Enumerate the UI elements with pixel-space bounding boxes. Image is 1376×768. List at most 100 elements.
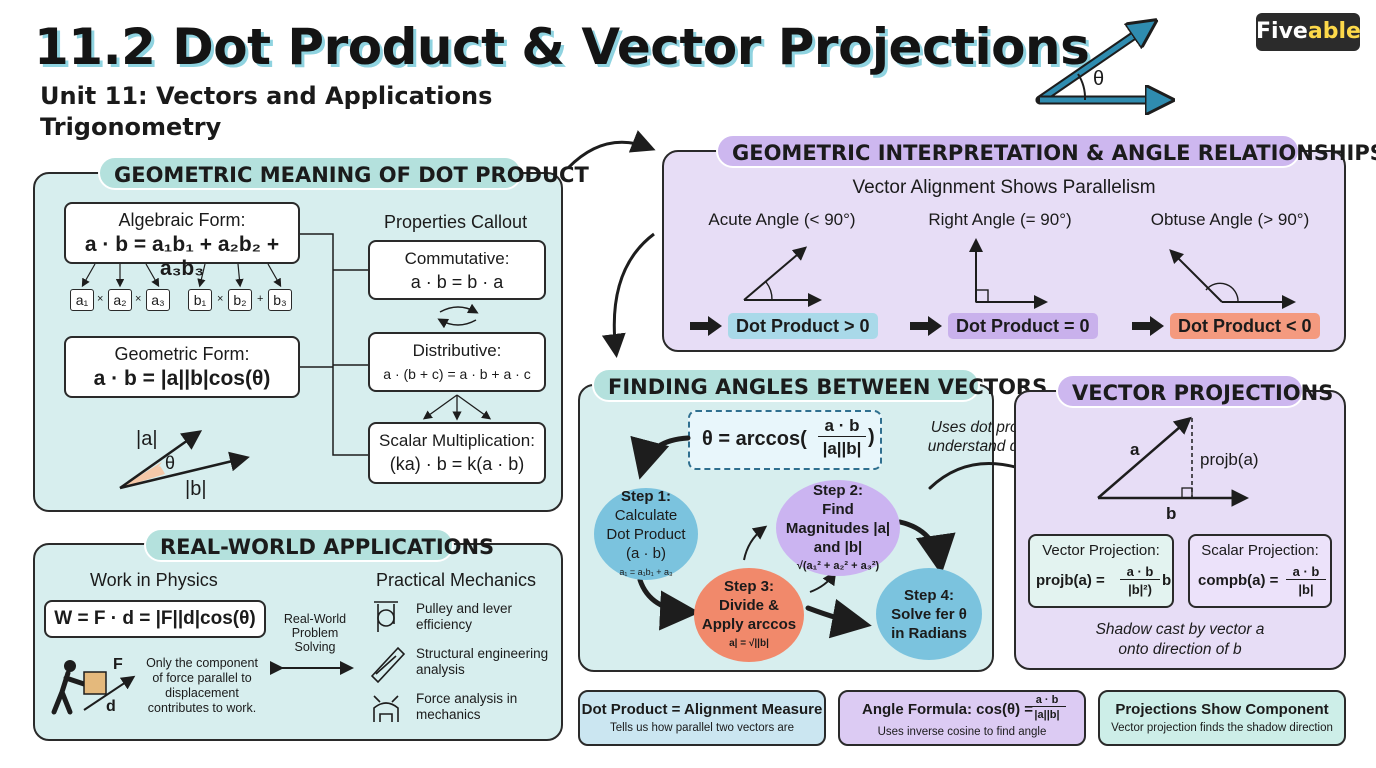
step-sub: a₁ = a₁b₁ + a₃ xyxy=(619,566,673,577)
interpretation-subheading: Vector Alignment Shows Parallelism xyxy=(852,177,1156,198)
property-formula: (ka) · b = k(a · b) xyxy=(389,454,525,474)
displacement-label: d xyxy=(106,698,116,715)
arccos-formula-box: θ = arccos( a · b |a||b| ) xyxy=(688,410,882,470)
projections-panel xyxy=(1014,390,1346,670)
geometric-form-box: Geometric Form: a · b = |a||b|cos(θ) xyxy=(64,336,300,398)
mechanics-item: Pulley and lever efficiency xyxy=(416,601,513,632)
case-label-obtuse: Obtuse Angle (> 90°) xyxy=(1150,210,1310,229)
component-box: b₁ xyxy=(188,289,212,311)
interpretation-heading: GEOMETRIC INTERPRETATION & ANGLE RELATIO… xyxy=(716,134,1376,168)
force-icon xyxy=(373,695,399,722)
step-title: Step 4: xyxy=(903,586,954,604)
component-operator: × xyxy=(97,293,104,305)
step-body: Divide & Apply arccos xyxy=(701,597,797,633)
course-subtitle: Trigonometry xyxy=(40,113,222,141)
summary-angle-formula: Angle Formula: cos(θ) = a · b |a||b| Use… xyxy=(838,690,1086,746)
step-title: Step 3: xyxy=(723,578,774,595)
properties-title: Properties Callout xyxy=(384,212,528,232)
geometric-meaning-heading: GEOMETRIC MEANING OF DOT PRODUCT xyxy=(98,156,589,190)
scalar-projection-box: Scalar Projection: compb(a) = a · b |b| xyxy=(1188,534,1332,608)
step-body: Calculate Dot Product (a · b) xyxy=(606,506,686,562)
page-title: 11.2 Dot Product & Vector Projections xyxy=(34,18,1090,76)
projection-caption: Shadow cast by vector a onto direction o… xyxy=(1095,621,1265,658)
summary-alignment: Dot Product = Alignment Measure Tells us… xyxy=(578,690,826,746)
vector-b-label: |b| xyxy=(185,478,207,500)
vector-projection-tail: b xyxy=(1162,572,1172,589)
summary-num: a · b xyxy=(1028,694,1066,707)
step-1-bubble: Step 1: Calculate Dot Product (a · b) a₁… xyxy=(594,488,698,580)
algebraic-form-label: Algebraic Form: xyxy=(118,210,246,230)
property-formula: a · b = b · a xyxy=(410,272,504,292)
component-box: b₃ xyxy=(268,289,292,311)
component-box: b₂ xyxy=(228,289,252,311)
summary-projections: Projections Show Component Vector projec… xyxy=(1098,690,1346,746)
person-pushing-icon xyxy=(51,660,87,715)
step-sub: a| = √||b| xyxy=(729,638,769,649)
work-note: Only the component of force parallel to … xyxy=(146,656,258,715)
header-theta: θ xyxy=(1093,68,1105,90)
vector-projection-box: Vector Projection: projb(a) = a · b |b|²… xyxy=(1028,534,1174,608)
summary-title: Dot Product = Alignment Measure xyxy=(581,701,823,718)
applications-panel xyxy=(33,543,563,741)
work-title: Work in Physics xyxy=(90,570,218,590)
work-formula: W = F · d = |F||d|cos(θ) xyxy=(44,600,266,638)
mechanics-item: Structural engineering analysis xyxy=(416,646,549,677)
algebraic-form-box: Algebraic Form: a · b = a₁b₁ + a₂b₂ + a₃… xyxy=(64,202,300,280)
component-operator: × xyxy=(135,293,142,305)
step-sub: √(a₁² + a₂² + a₃²) xyxy=(796,559,880,572)
component-box: a₂ xyxy=(108,289,132,311)
unit-subtitle: Unit 11: Vectors and Applications xyxy=(40,82,493,110)
proj-vector-b-label: b xyxy=(1166,504,1177,523)
summary-den: |a||b| xyxy=(1034,709,1060,721)
applications-heading: REAL-WORLD APPLICATIONS xyxy=(144,528,494,562)
summary-sub: Uses inverse cosine to find angle xyxy=(877,726,1047,738)
finding-angles-heading: FINDING ANGLES BETWEEN VECTORS xyxy=(592,368,1047,402)
geometric-form-label: Geometric Form: xyxy=(114,344,250,364)
logo-main: Five xyxy=(1256,19,1308,44)
mechanics-item: Force analysis in mechanics xyxy=(416,691,518,722)
property-name: Commutative: xyxy=(404,249,510,268)
formula-suffix: ) xyxy=(868,426,875,448)
summary-sub: Vector projection finds the shadow direc… xyxy=(1111,722,1333,734)
case-label-acute: Acute Angle (< 90°) xyxy=(708,210,856,229)
formula-prefix: θ = arccos( xyxy=(702,428,807,450)
formula-numerator: a · b xyxy=(818,416,866,437)
step-2-bubble: Step 2: Find Magnitudes |a| and |b| √(a₁… xyxy=(776,480,900,576)
algebraic-form-formula: a · b = a₁b₁ + a₂b₂ + a₃b₃ xyxy=(84,233,280,280)
property-scalar-multiplication: Scalar Multiplication: (ka) · b = k(a · … xyxy=(368,422,546,484)
summary-title: Projections Show Component xyxy=(1115,701,1329,718)
vector-projection-num: a · b xyxy=(1120,564,1160,580)
logo-accent: able xyxy=(1307,19,1361,44)
component-box: a₁ xyxy=(70,289,94,311)
component-operator: × xyxy=(217,293,224,305)
vector-a-label: |a| xyxy=(136,428,158,450)
summary-sub: Tells us how parallel two vectors are xyxy=(609,722,795,734)
scalar-projection-title: Scalar Projection: xyxy=(1201,542,1319,559)
property-name: Scalar Multiplication: xyxy=(379,431,535,450)
component-box: a₃ xyxy=(146,289,170,311)
component-operator: + xyxy=(257,293,264,305)
scalar-projection-lhs: compb(a) = xyxy=(1198,572,1279,589)
case-label-right: Right Angle (= 90°) xyxy=(928,210,1072,229)
scalar-projection-num: a · b xyxy=(1286,564,1326,580)
proj-vector-a-label: a xyxy=(1130,440,1140,459)
property-distributive: Distributive: a · (b + c) = a · b + a · … xyxy=(368,332,546,392)
pulley-icon xyxy=(374,601,398,632)
property-commutative: Commutative: a · b = b · a xyxy=(368,240,546,300)
mechanics-title: Practical Mechanics xyxy=(376,570,537,590)
property-name: Distributive: xyxy=(412,341,502,360)
fiveable-logo[interactable]: Fiveable xyxy=(1256,13,1361,51)
step-body: Find Magnitudes |a| and |b| xyxy=(785,500,891,556)
result-badge-positive: Dot Product > 0 xyxy=(728,313,878,339)
link-label: Real-World Problem Solving xyxy=(283,612,347,654)
step-title: Step 2: xyxy=(812,481,863,499)
step-3-bubble: Step 3: Divide & Apply arccos a| = √||b| xyxy=(694,568,804,662)
step-4-bubble: Step 4: Solve fer θ in Radians xyxy=(876,568,982,660)
summary-title: Angle Formula: cos(θ) = xyxy=(862,701,1034,718)
